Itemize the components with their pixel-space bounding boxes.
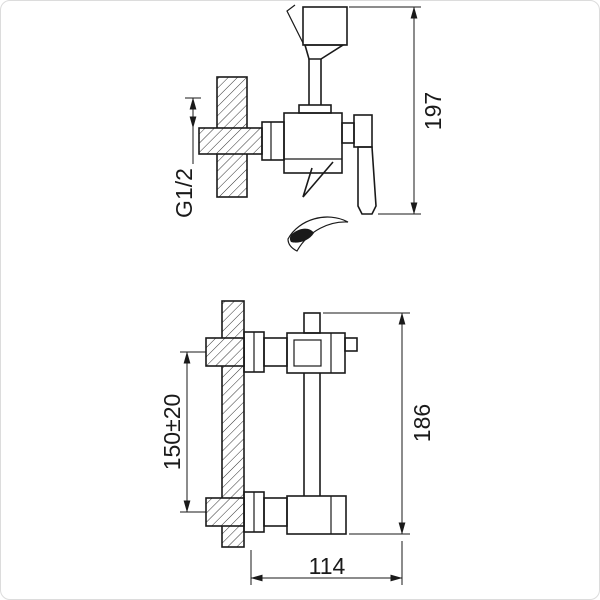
sprayer-trigger bbox=[286, 4, 304, 44]
dimension-label-150: 150±20 bbox=[159, 394, 185, 471]
water-drop bbox=[289, 228, 314, 243]
mixer-body-outline bbox=[283, 112, 343, 174]
inlet-pipe bbox=[198, 127, 263, 155]
handle-pivot bbox=[353, 114, 373, 148]
handle-arm bbox=[357, 146, 377, 215]
front-view: 150±20 186 114 bbox=[159, 300, 435, 585]
dimension-inlet-spacing: 150±20 bbox=[159, 351, 206, 513]
dimension-depth: 114 bbox=[250, 541, 403, 585]
connection-nut bbox=[261, 121, 285, 161]
sprayer-head bbox=[302, 6, 348, 46]
top-inlet-hatch bbox=[205, 337, 245, 367]
top-assembly-inner bbox=[293, 339, 322, 367]
water-swoosh bbox=[287, 216, 349, 252]
dimension-label-114: 114 bbox=[309, 553, 346, 579]
dimension-thread-size: G1/2 bbox=[171, 97, 201, 218]
top-assembly bbox=[286, 332, 346, 374]
side-view: 197 G1/2 bbox=[171, 4, 446, 252]
top-outlet-stub bbox=[303, 312, 321, 334]
dimension-overall-height: 197 bbox=[349, 6, 446, 215]
sprayer-adapter bbox=[303, 44, 346, 60]
top-inlet-connection bbox=[205, 331, 288, 373]
connection-nut-outline bbox=[261, 121, 285, 161]
handle-neck bbox=[341, 122, 355, 144]
dimension-body-height: 186 bbox=[323, 312, 435, 535]
bottom-assembly bbox=[286, 495, 347, 535]
dimension-label-197: 197 bbox=[420, 92, 446, 130]
body-front bbox=[286, 312, 358, 535]
outlet-flow-mark bbox=[302, 161, 334, 198]
inlet-pipe-hatch bbox=[198, 127, 263, 155]
bottom-inlet-adapter bbox=[263, 497, 288, 527]
dimension-label-186: 186 bbox=[409, 404, 435, 442]
top-inlet-adapter bbox=[263, 337, 288, 367]
bottom-inlet-hatch bbox=[205, 497, 245, 527]
hand-sprayer bbox=[286, 4, 348, 105]
water-stream-symbol bbox=[287, 161, 349, 252]
bottom-inlet-connection bbox=[205, 491, 288, 533]
handle-lever bbox=[341, 114, 377, 215]
dimension-label-thread: G1/2 bbox=[171, 168, 197, 218]
mixer-body-top-boss bbox=[298, 104, 332, 114]
handle-stub-front bbox=[344, 337, 358, 352]
